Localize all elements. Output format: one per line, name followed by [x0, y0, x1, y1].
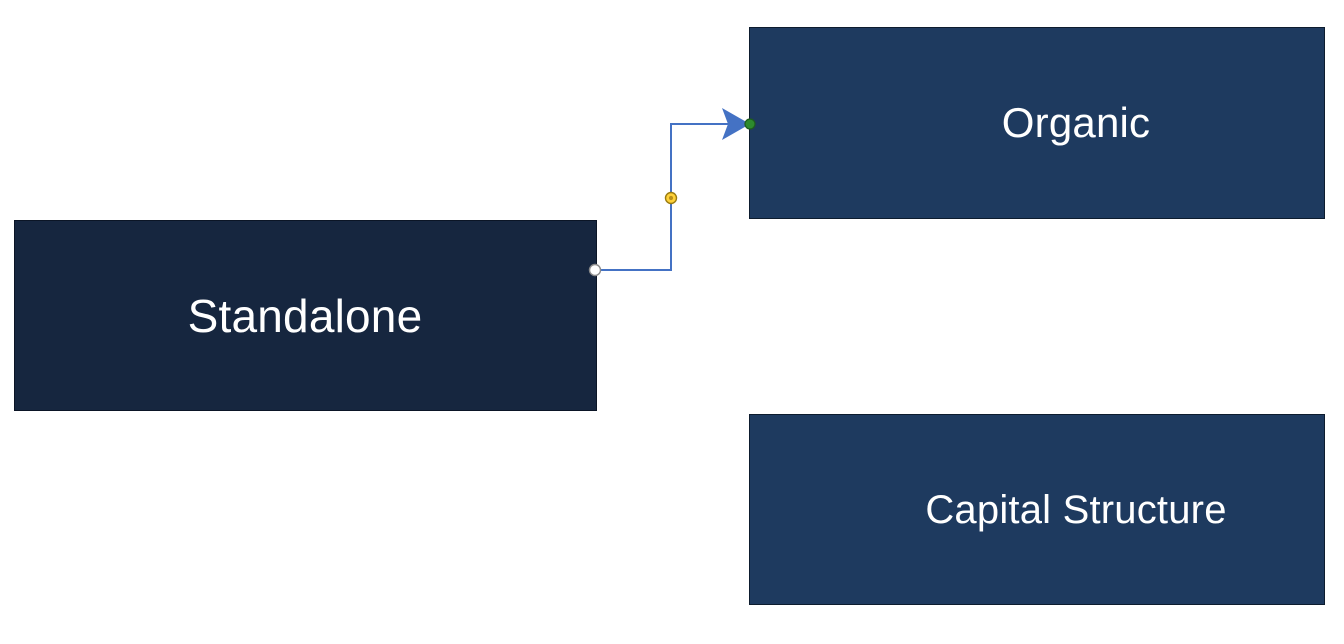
connector-arrowhead-icon	[722, 108, 750, 140]
connector-midpoint-handle[interactable]	[664, 191, 678, 205]
node-capital-structure-label: Capital Structure	[925, 487, 1227, 532]
node-capital-structure[interactable]: Capital Structure	[749, 414, 1325, 605]
node-standalone[interactable]: Standalone	[14, 220, 597, 411]
connector-midpoint-handle-center	[668, 195, 674, 201]
node-organic-label: Organic	[1001, 98, 1151, 146]
node-organic[interactable]: Organic	[749, 27, 1325, 219]
connector-standalone-to-organic[interactable]	[595, 123, 742, 271]
node-standalone-label: Standalone	[187, 290, 423, 343]
